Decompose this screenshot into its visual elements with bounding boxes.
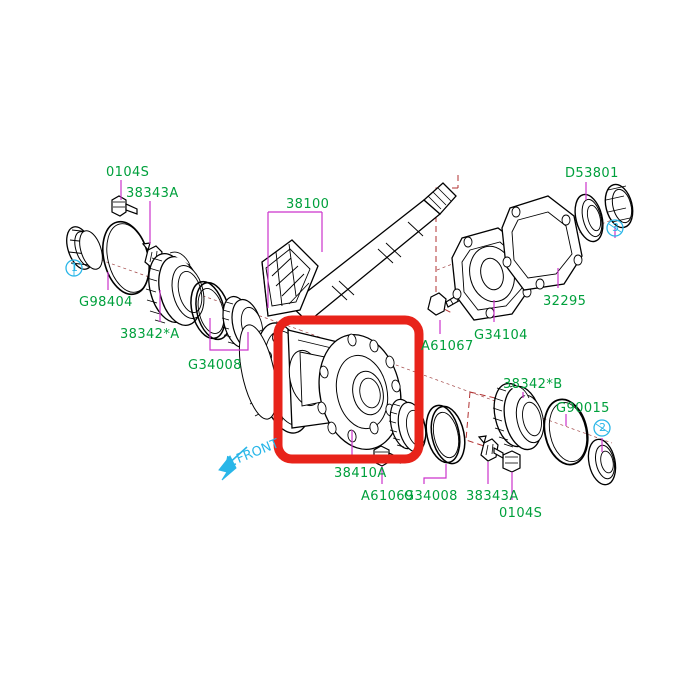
- part-label-g98404: G98404: [79, 295, 133, 310]
- part-38343a-clip-right: [477, 435, 499, 462]
- part-label-38342a: 38342*A: [120, 327, 180, 342]
- part-32295-gasket: [501, 195, 583, 291]
- part-label-a61067: A61067: [421, 339, 474, 354]
- part-oil-seal-left: [66, 226, 103, 270]
- part-label-38410a: 38410A: [334, 466, 387, 481]
- callout-marker-2: 2: [599, 421, 606, 434]
- part-label-a61069: A61069: [361, 489, 414, 504]
- callout-marker-3: 3: [612, 221, 619, 234]
- part-label-g34008-right: G34008: [404, 489, 458, 504]
- leader-lines: [107, 180, 616, 500]
- part-label-38342b: 38342*B: [503, 377, 563, 392]
- part-38410a-differential-case: [238, 322, 402, 450]
- highlight-box: [273, 315, 424, 464]
- part-label-0104s-top: 0104S: [106, 165, 150, 180]
- part-38100-drive-pinion: [261, 182, 457, 323]
- part-ring-item3: [604, 183, 634, 229]
- part-38342b-bearing: [492, 382, 545, 451]
- part-label-38343a-top: 38343A: [126, 186, 179, 201]
- part-label-g34008-left: G34008: [188, 358, 242, 373]
- part-label-0104s-bottom: 0104S: [499, 506, 543, 521]
- part-0104s-bolt-left: [111, 195, 138, 217]
- part-label-38100: 38100: [286, 197, 330, 212]
- part-0104s-bolt-right: [493, 446, 521, 473]
- part-d53801-seal: [574, 193, 604, 243]
- callout-marker-1: 1: [71, 261, 78, 274]
- front-direction-arrow: [218, 446, 248, 481]
- part-g90015-oring: [543, 398, 589, 466]
- part-label-38343a-bottom: 38343A: [466, 489, 519, 504]
- callout-circles: [65, 219, 624, 437]
- part-label-g90015: G90015: [556, 401, 610, 416]
- part-oil-seal-right: [587, 438, 617, 486]
- part-g34008-shim-right: [425, 404, 466, 465]
- part-label-d53801: D53801: [565, 166, 619, 181]
- part-label-32295: 32295: [543, 294, 587, 309]
- part-label-g34104: G34104: [474, 328, 528, 343]
